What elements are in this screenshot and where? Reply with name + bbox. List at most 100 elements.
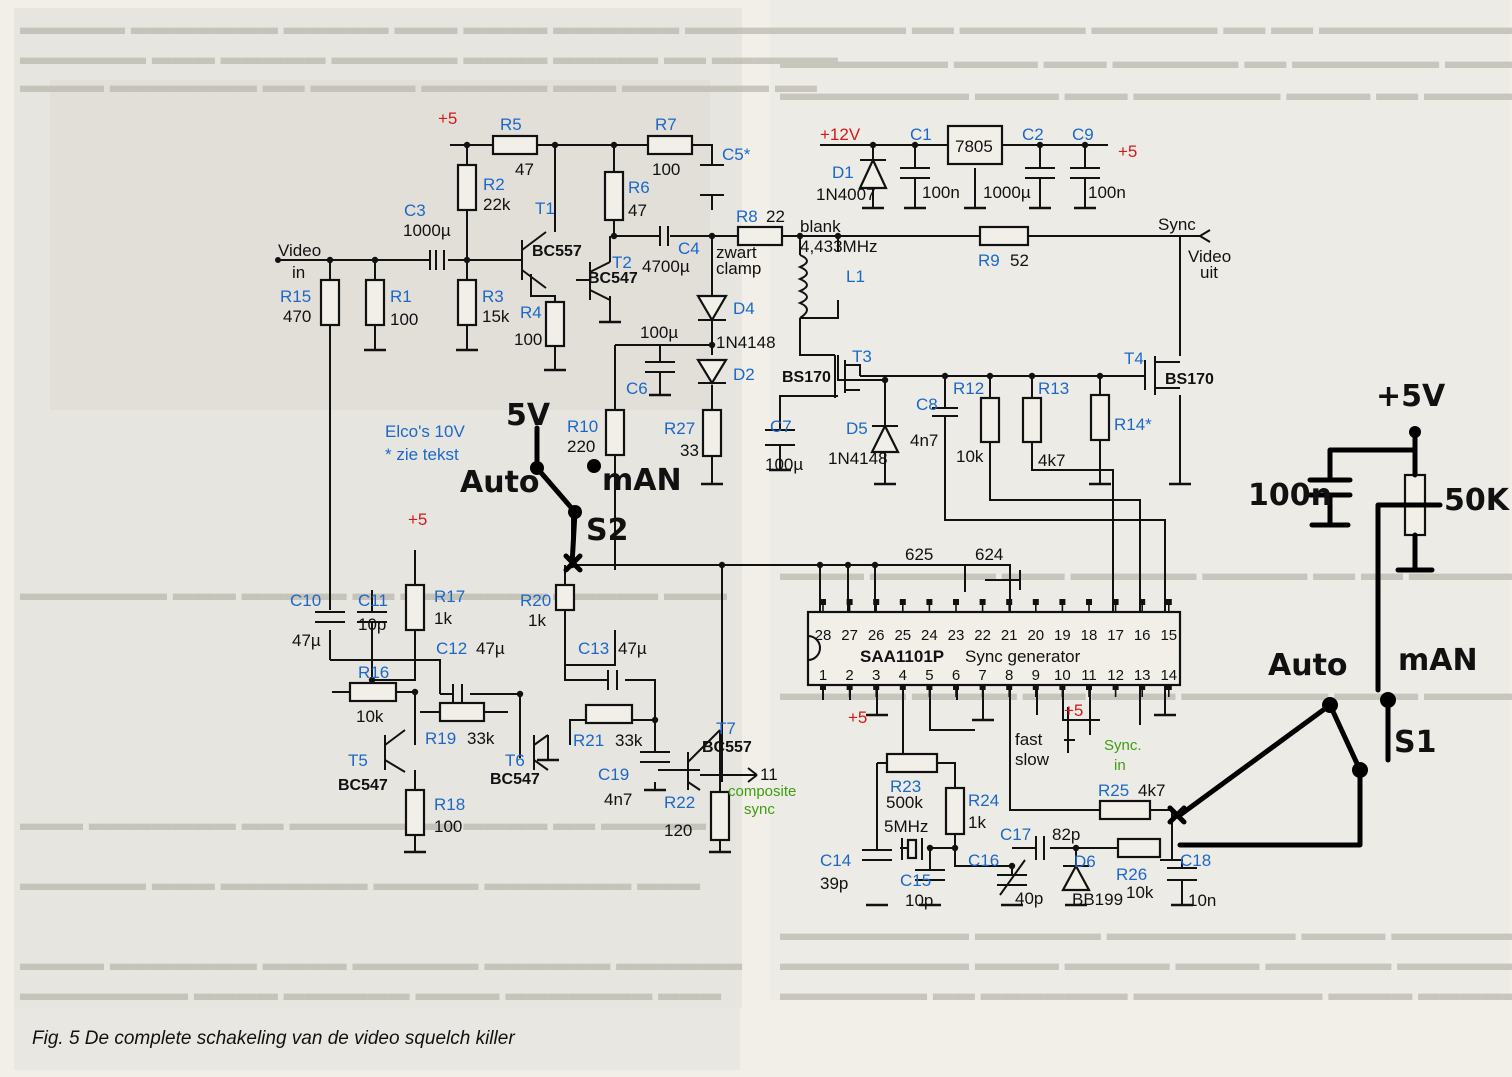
value-r12: 10k — [956, 447, 984, 466]
label-t3: T3 — [852, 347, 872, 366]
ic-pin-number: 16 — [1134, 627, 1151, 644]
svg-text:▬▬▬▬▬▬▬▬ ▬▬▬▬ ▬▬▬ ▬▬▬▬▬▬ ▬▬ ▬▬: ▬▬▬▬▬▬▬▬ ▬▬▬▬ ▬▬▬ ▬▬▬▬▬▬ ▬▬ ▬▬▬▬▬▬▬ ▬▬▬▬… — [780, 50, 1512, 73]
value-r3: 15k — [482, 307, 510, 326]
value-c6: 100µ — [640, 323, 678, 342]
ic-pin-number: 9 — [1032, 667, 1040, 684]
value-c10: 47µ — [292, 631, 321, 650]
resistor-symbols — [319, 134, 1427, 859]
label-r21: R21 — [573, 731, 604, 750]
ic-pin-pad — [1006, 599, 1013, 605]
label-r24: R24 — [968, 791, 999, 810]
supply-5v-reg: +5 — [1118, 142, 1137, 161]
label-c17: C17 — [1000, 825, 1031, 844]
ic-pin-pad — [1112, 599, 1119, 605]
label-d4: D4 — [733, 299, 755, 318]
label-c8: C8 — [916, 395, 938, 414]
value-r18: 100 — [434, 817, 462, 836]
ic-pin-number: 28 — [815, 627, 832, 644]
ic-pin-pad — [1165, 684, 1172, 690]
ic-pin-number: 18 — [1081, 627, 1098, 644]
label-r6: R6 — [628, 178, 650, 197]
ic-pin-number: 20 — [1027, 627, 1044, 644]
ic-pin-number: 17 — [1107, 627, 1124, 644]
svg-text:▬▬▬▬ ▬▬▬▬▬▬▬ ▬▬ ▬▬▬▬▬ ▬▬▬▬▬▬ ▬: ▬▬▬▬ ▬▬▬▬▬▬▬ ▬▬ ▬▬▬▬▬ ▬▬▬▬▬▬ ▬▬▬ ▬▬▬▬▬▬▬… — [20, 74, 817, 97]
label-d1: D1 — [832, 163, 854, 182]
ic-pin-number: 25 — [894, 627, 911, 644]
svg-text:▬▬▬▬▬▬▬▬▬ ▬▬▬▬▬▬ ▬▬▬▬▬▬▬▬▬ ▬▬▬: ▬▬▬▬▬▬▬▬▬ ▬▬▬▬▬▬ ▬▬▬▬▬▬▬▬▬ ▬▬▬▬ ▬▬▬▬▬▬▬▬… — [780, 922, 1512, 945]
ic-pin-pad — [1059, 684, 1066, 690]
handwritten-auto-s1: Auto — [1268, 648, 1348, 683]
svg-text:▬▬▬▬▬▬▬ ▬▬ ▬▬▬▬▬▬▬ ▬▬▬▬▬▬▬▬▬ ▬: ▬▬▬▬▬▬▬ ▬▬ ▬▬▬▬▬▬▬ ▬▬▬▬▬▬▬▬▬ ▬▬▬▬ ▬▬▬▬▬▬… — [780, 982, 1512, 1005]
label-r16: R16 — [358, 663, 389, 682]
ic-pin-pad — [1112, 684, 1119, 690]
handwritten-5v: 5V — [506, 398, 551, 433]
label-t2: T2 — [612, 253, 632, 272]
type-t4: BS170 — [1165, 371, 1214, 388]
value-c7: 100µ — [765, 455, 803, 474]
label-r10: R10 — [567, 417, 598, 436]
label-r27: R27 — [664, 419, 695, 438]
label-t4: T4 — [1124, 349, 1144, 368]
label-r7: R7 — [655, 115, 677, 134]
ic-function: Sync generator — [965, 647, 1081, 666]
ic-pin-pad — [1086, 599, 1092, 605]
label-c2: C2 — [1022, 125, 1044, 144]
label-r14: R14* — [1114, 415, 1152, 434]
label-r25: R25 — [1098, 781, 1129, 800]
label-r5: R5 — [500, 115, 522, 134]
type-t3: BS170 — [782, 369, 831, 386]
label-r1: R1 — [390, 287, 412, 306]
ic-pin-pad — [953, 599, 959, 605]
value-c11: 10p — [358, 615, 386, 634]
value-c1: 100n — [922, 183, 960, 202]
handwritten-man-s1: mAN — [1398, 643, 1478, 678]
svg-text:▬▬▬▬▬▬▬▬▬ ▬▬▬▬ ▬▬▬▬▬ ▬▬▬▬ ▬▬▬▬: ▬▬▬▬▬▬▬▬▬ ▬▬▬▬ ▬▬▬▬▬ ▬▬▬▬ ▬▬▬▬▬▬ ▬▬▬▬▬▬▬… — [780, 952, 1512, 975]
sync-label: Sync — [1158, 215, 1196, 234]
value-d4: 1N4148 — [716, 333, 776, 352]
value-r20: 1k — [528, 611, 546, 630]
label-r23: R23 — [890, 777, 921, 796]
label-c16: C16 — [968, 851, 999, 870]
value-c18: 10n — [1188, 891, 1216, 910]
ic-pin-pad — [926, 599, 933, 605]
label-r22: R22 — [664, 793, 695, 812]
ic-pin-pad — [1139, 599, 1146, 605]
zie-tekst-note: * zie tekst — [385, 445, 459, 464]
ic-pin-number: 8 — [1005, 667, 1013, 684]
ic-pin-number: 10 — [1054, 667, 1071, 684]
ic-pin-number: 23 — [948, 627, 965, 644]
ic-pin-number: 5 — [925, 667, 933, 684]
wires — [278, 144, 1200, 905]
value-c4: 4700µ — [642, 257, 690, 276]
value-r23: 500k — [886, 793, 923, 812]
ic-pin-number: 12 — [1107, 667, 1124, 684]
value-r10: 220 — [567, 437, 595, 456]
label-c6: C6 — [626, 379, 648, 398]
diode-symbols — [696, 157, 1091, 892]
supply-labels: +5 +12V +5 +5 +5 +5 — [408, 109, 1137, 727]
label-r9: R9 — [978, 251, 1000, 270]
label-r13: R13 — [1038, 379, 1069, 398]
svg-text:▬▬▬▬▬▬▬▬ ▬▬▬▬ ▬▬▬▬▬▬ ▬▬▬▬ ▬▬▬▬: ▬▬▬▬▬▬▬▬ ▬▬▬▬ ▬▬▬▬▬▬ ▬▬▬▬ ▬▬▬▬▬▬▬ ▬▬▬ — [20, 982, 721, 1005]
handwritten-s1-label: S1 — [1394, 725, 1436, 760]
ic-pin-pad — [1006, 684, 1013, 690]
label-t5: T5 — [348, 751, 368, 770]
value-r7: 100 — [652, 160, 680, 179]
output-11-label: 11 — [760, 765, 778, 784]
svg-text:▬▬▬▬▬▬ ▬▬ ▬▬▬▬▬▬ ▬▬▬▬▬▬ ▬▬ ▬▬: ▬▬▬▬▬▬ ▬▬ ▬▬▬▬▬▬ ▬▬▬▬▬▬ ▬▬ ▬▬ ▬▬▬▬▬▬▬▬▬▬… — [780, 16, 1512, 39]
inductor-L1 — [797, 254, 808, 319]
value-c19: 4n7 — [604, 790, 632, 809]
ic-pin-pad — [1086, 684, 1092, 690]
ic-pin-number: 14 — [1160, 667, 1177, 684]
value-r4: 100 — [514, 330, 542, 349]
value-r8: 22 — [766, 207, 785, 226]
label-t7: T7 — [716, 719, 736, 738]
ic-saa1101p — [806, 610, 1182, 687]
svg-text:▬▬▬▬▬▬ ▬▬▬ ▬▬▬▬▬▬▬ ▬▬▬▬▬ ▬▬▬▬▬: ▬▬▬▬▬▬ ▬▬▬ ▬▬▬▬▬▬▬ ▬▬▬▬▬ ▬▬▬▬▬▬▬ ▬▬▬ — [20, 872, 700, 895]
label-c1: C1 — [910, 125, 932, 144]
ic-pin-pad — [1059, 599, 1066, 605]
regulator-name: 7805 — [955, 137, 993, 156]
